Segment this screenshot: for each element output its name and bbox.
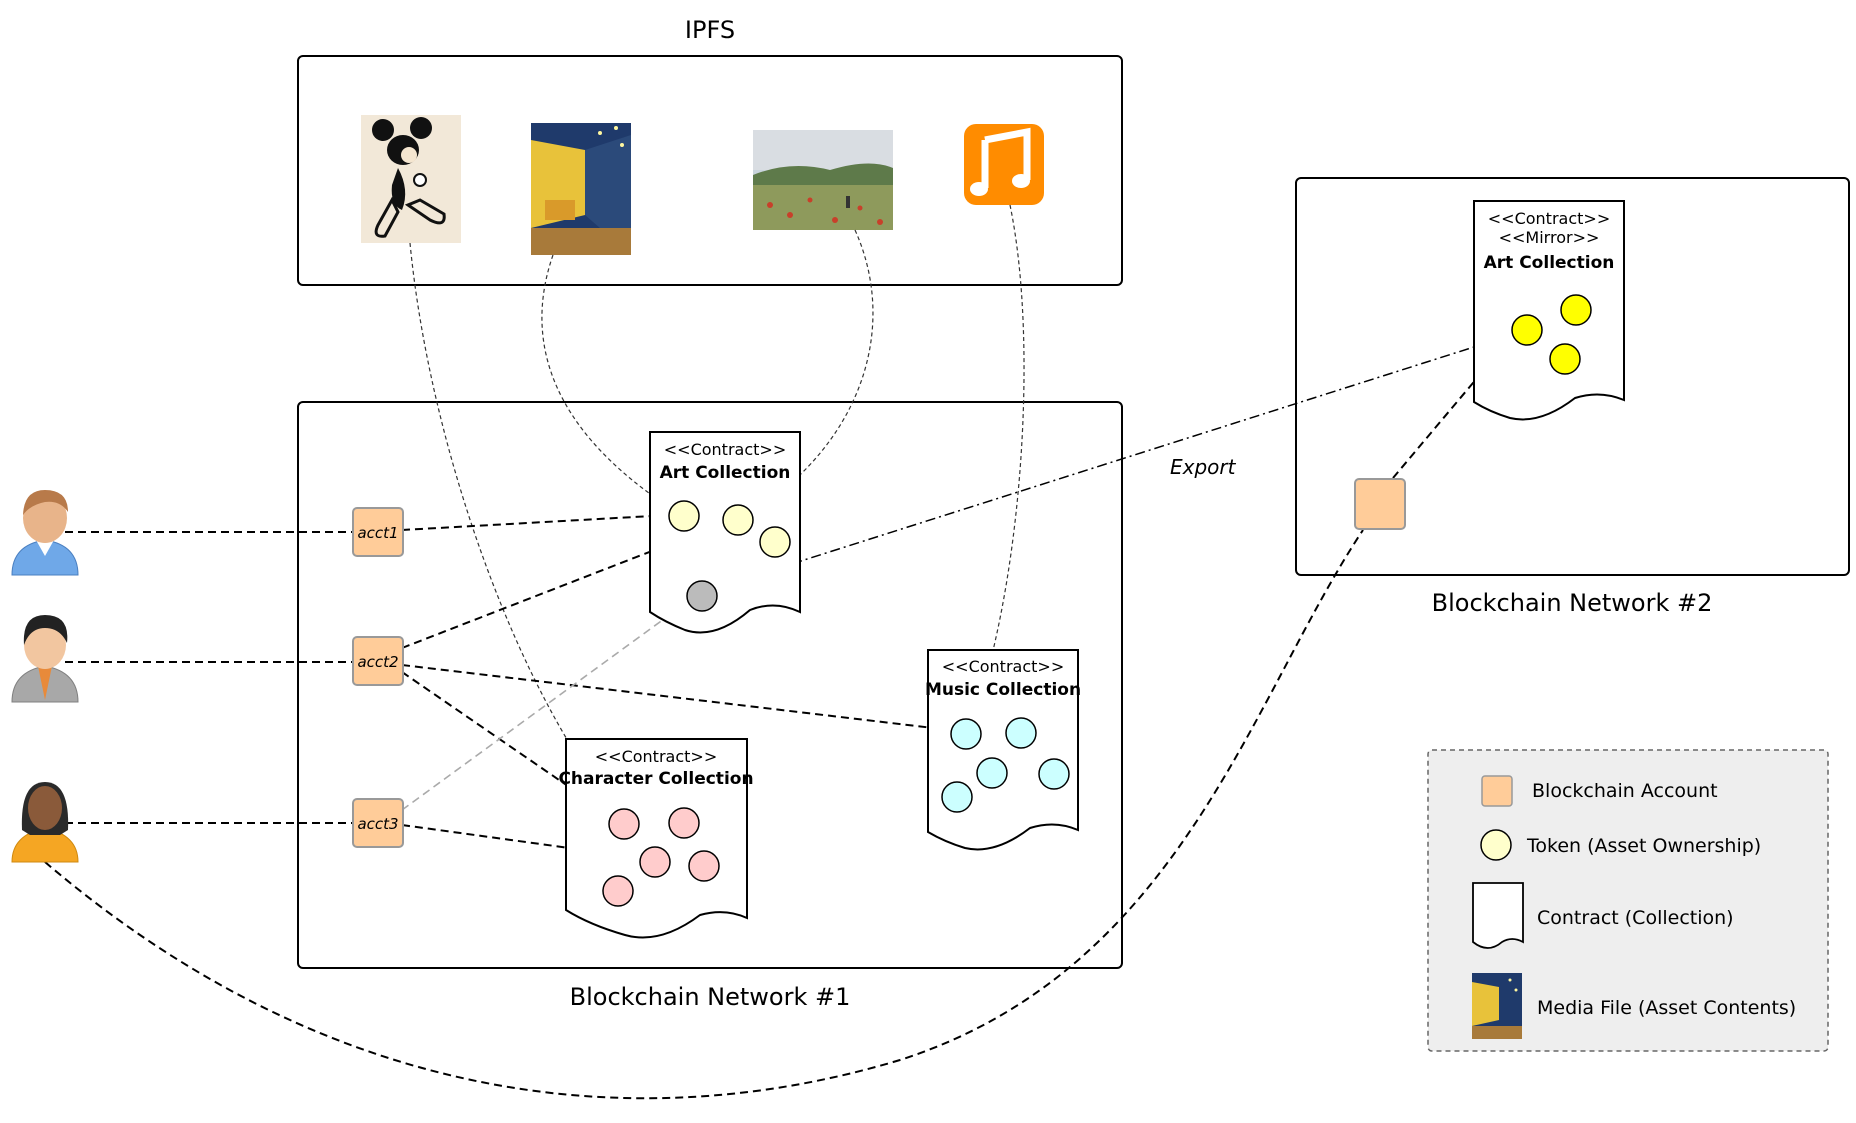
acct1-label: acct1 <box>357 524 398 542</box>
music-tokens <box>941 717 1070 813</box>
token <box>759 526 791 558</box>
token <box>1560 294 1592 326</box>
mirror-stereotype-mirror: <<Mirror>> <box>1499 228 1600 247</box>
token <box>976 757 1008 789</box>
mickey-mouse-image <box>361 115 461 243</box>
ipfs-box: IPFS <box>297 16 1123 286</box>
account-acct3: acct3 <box>352 798 404 848</box>
character-collection-title: Character Collection <box>558 769 753 789</box>
account-acct1: acct1 <box>352 507 404 557</box>
token <box>608 808 640 840</box>
user-avatar-1 <box>11 490 79 576</box>
character-tokens <box>602 807 720 907</box>
network1-title: Blockchain Network #1 <box>570 983 851 1011</box>
token <box>941 781 973 813</box>
token <box>1511 314 1543 346</box>
exported-token <box>686 580 718 612</box>
account-network2 <box>1354 478 1406 530</box>
user-avatar-2 <box>11 615 79 703</box>
user-avatar-3 <box>11 782 79 863</box>
character-stereotype: <<Contract>> <box>595 747 717 766</box>
poppy-field-painting <box>753 130 893 230</box>
contract-music-collection: <<Contract>> Music Collection <box>925 649 1081 851</box>
legend-media-row: Media File (Asset Contents) <box>1472 973 1796 1039</box>
cafe-terrace-painting <box>531 123 631 255</box>
network2-title: Blockchain Network #2 <box>1432 589 1713 617</box>
art-stereotype: <<Contract>> <box>664 440 786 459</box>
music-stereotype: <<Contract>> <box>942 657 1064 676</box>
legend-box <box>1427 749 1829 1052</box>
art-tokens <box>668 500 791 612</box>
acct3-label: acct3 <box>357 815 398 833</box>
mirror-art-collection-title: Art Collection <box>1484 253 1615 273</box>
network2-box: Blockchain Network #2 <box>1295 177 1850 617</box>
account-acct2: acct2 <box>352 636 404 686</box>
mirror-stereotype-contract: <<Contract>> <box>1488 209 1610 228</box>
music-note-icon <box>964 124 1044 205</box>
contract-mirror-art-collection: <<Contract>> <<Mirror>> Art Collection <box>1473 200 1625 421</box>
legend-contract-row: Contract (Collection) <box>1472 882 1734 949</box>
token <box>688 850 720 882</box>
token <box>950 718 982 750</box>
token <box>668 807 700 839</box>
connector-lines <box>44 204 1518 1100</box>
legend-token-row: Token (Asset Ownership) <box>1480 829 1761 861</box>
token <box>1005 717 1037 749</box>
token <box>668 500 700 532</box>
network1-box: Blockchain Network #1 <box>297 401 1123 1011</box>
cafe-terrace-painting-thumbnail <box>1472 973 1522 1039</box>
contract-art-collection: <<Contract>> Art Collection <box>649 431 801 634</box>
legend-account-label: Blockchain Account <box>1532 780 1718 802</box>
ipfs-title: IPFS <box>685 16 735 44</box>
export-label: Export <box>1170 455 1237 479</box>
art-collection-title: Art Collection <box>660 463 791 483</box>
token <box>1549 343 1581 375</box>
contract-character-collection: <<Contract>> Character Collection <box>558 738 754 939</box>
legend-account-row: Blockchain Account <box>1481 775 1718 807</box>
token <box>1038 758 1070 790</box>
acct2-label: acct2 <box>357 653 398 671</box>
legend-contract-label: Contract (Collection) <box>1537 907 1734 929</box>
token <box>722 504 754 536</box>
music-collection-title: Music Collection <box>925 680 1081 700</box>
token <box>639 846 671 878</box>
legend-media-label: Media File (Asset Contents) <box>1537 997 1796 1019</box>
token <box>602 875 634 907</box>
mirror-tokens <box>1511 294 1592 375</box>
legend-token-label: Token (Asset Ownership) <box>1526 835 1761 857</box>
